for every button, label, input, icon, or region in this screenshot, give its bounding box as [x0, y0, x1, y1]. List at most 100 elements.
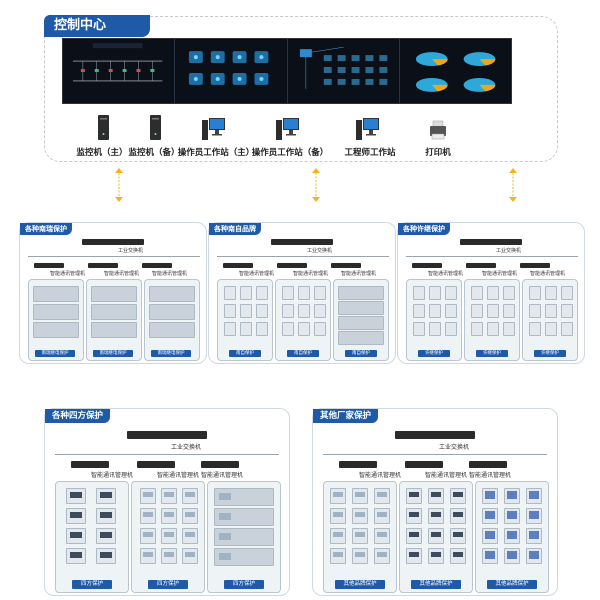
single-line-diagram-icon	[72, 43, 163, 82]
cabinet-label: 南自保护	[287, 350, 319, 357]
comm-manager-icon	[331, 263, 361, 268]
device-engineer: 工程师工作站	[340, 110, 400, 162]
app-grid-icon	[189, 51, 269, 85]
device-label: 工程师工作站	[344, 148, 396, 158]
cabinet-label: 南瑞继电保护	[35, 350, 75, 357]
cabinet: 南自保护	[217, 279, 273, 361]
device-monitor-main: 监控机（主）	[72, 110, 132, 162]
cabinet-label: 许继保护	[418, 350, 450, 357]
cabinet: 四方保护	[131, 481, 205, 593]
industrial-switch-icon	[271, 239, 333, 245]
wall-screen-icons	[175, 39, 288, 103]
manager-label: 智能通讯管理机	[469, 472, 512, 479]
panel-nanrui: 各种南瑞保护 工业交换机 智能通讯管理机 智能通讯管理机 智能通讯管理机 南瑞继…	[19, 222, 207, 364]
comm-manager-icon	[469, 461, 507, 468]
desktop-pc-icon	[202, 118, 225, 140]
printer-icon	[430, 120, 446, 140]
cabinet: 南自保护	[275, 279, 331, 361]
cabinet-label: 其他品牌保护	[335, 580, 385, 589]
device-label: 监控机（主）	[76, 148, 128, 158]
cabinet: 南瑞继电保护	[144, 279, 200, 361]
device-label: 打印机	[425, 148, 451, 158]
comm-manager-icon	[34, 263, 64, 268]
manager-label: 智能通讯管理机	[104, 271, 140, 277]
panel-title: 各种四方保护	[45, 409, 111, 423]
device-operator-backup: 操作员工作站（备）	[252, 110, 328, 162]
cabinet: 其他品牌保护	[475, 481, 549, 593]
control-center-frame	[44, 16, 558, 162]
switch-label: 工业交换机	[496, 248, 522, 254]
panel-xuji: 各种许继保护 工业交换机 智能通讯管理机 智能通讯管理机 智能通讯管理机 许继保…	[397, 222, 585, 364]
cabinet: 南瑞继电保护	[86, 279, 142, 361]
comm-manager-icon	[137, 461, 175, 468]
bus-line	[406, 256, 578, 257]
manager-label: 智能通讯管理机	[482, 271, 518, 277]
cabinet-label: 许继保护	[476, 350, 508, 357]
cabinet-label: 南自保护	[229, 350, 261, 357]
industrial-switch-icon	[460, 239, 522, 245]
cabinet-label: 许继保护	[534, 350, 566, 357]
double-arrow-icon	[115, 168, 123, 202]
device-label: 监控机（备）	[128, 148, 180, 158]
cabinet-label: 四方保护	[148, 580, 188, 589]
manager-label: 智能通讯管理机	[341, 271, 377, 277]
switch-label: 工业交换机	[439, 444, 470, 451]
cabinet-label: 四方保护	[224, 580, 264, 589]
comm-manager-icon	[71, 461, 109, 468]
device-operator-main: 操作员工作站（主）	[178, 110, 254, 162]
industrial-switch-icon	[82, 239, 144, 245]
manager-label: 智能通讯管理机	[50, 271, 86, 277]
control-center-title: 控制中心	[44, 15, 150, 37]
comm-manager-icon	[201, 461, 239, 468]
cabinet: 南瑞继电保护	[28, 279, 84, 361]
manager-label: 智能通讯管理机	[152, 271, 188, 277]
tower-pc-icon	[150, 115, 161, 140]
switch-label: 工业交换机	[171, 444, 202, 451]
comm-manager-icon	[142, 263, 172, 268]
cabinet-label: 其他品牌保护	[411, 580, 461, 589]
cabinet: 许继保护	[464, 279, 520, 361]
wall-screen-network	[288, 39, 400, 103]
video-wall	[62, 38, 512, 104]
cabinet: 四方保护	[207, 481, 281, 593]
comm-manager-icon	[277, 263, 307, 268]
device-printer: 打印机	[408, 110, 468, 162]
panel-title: 各种南自品牌	[209, 223, 261, 235]
device-label: 操作员工作站（主）	[177, 148, 255, 158]
manager-label: 智能通讯管理机	[428, 271, 464, 277]
bus-line	[28, 256, 200, 257]
manager-label: 智能通讯管理机	[239, 271, 275, 277]
manager-label: 智能通讯管理机	[157, 472, 200, 479]
double-arrow-icon	[312, 168, 320, 202]
comm-manager-icon	[339, 461, 377, 468]
bus-line	[55, 454, 279, 455]
wall-screen-diagram	[63, 39, 176, 103]
manager-label: 智能通讯管理机	[293, 271, 329, 277]
comm-manager-icon	[223, 263, 253, 268]
cabinet-label: 南瑞继电保护	[93, 350, 133, 357]
cabinet: 其他品牌保护	[399, 481, 473, 593]
bus-line	[323, 454, 547, 455]
comm-manager-icon	[466, 263, 496, 268]
double-arrow-icon	[509, 168, 517, 202]
network-topology-icon	[299, 46, 387, 89]
comm-manager-icon	[520, 263, 550, 268]
cabinet-label: 其他品牌保护	[487, 580, 537, 589]
panel-sifang: 各种四方保护 工业交换机 智能通讯管理机 智能通讯管理机 智能通讯管理机 四方保…	[44, 408, 290, 596]
cabinet: 四方保护	[55, 481, 129, 593]
industrial-switch-icon	[395, 431, 475, 439]
panel-nanzi: 各种南自品牌 工业交换机 智能通讯管理机 智能通讯管理机 智能通讯管理机 南自保…	[208, 222, 396, 364]
manager-label: 智能通讯管理机	[530, 271, 566, 277]
panel-title: 各种南瑞保护	[20, 223, 72, 235]
manager-label: 智能通讯管理机	[359, 472, 402, 479]
manager-label: 智能通讯管理机	[201, 472, 244, 479]
cabinet: 其他品牌保护	[323, 481, 397, 593]
desktop-pc-icon	[276, 118, 299, 140]
tower-pc-icon	[98, 115, 109, 140]
cabinet-label: 四方保护	[72, 580, 112, 589]
comm-manager-icon	[405, 461, 443, 468]
cabinet-label: 南自保护	[345, 350, 377, 357]
manager-label: 智能通讯管理机	[425, 472, 468, 479]
cabinet: 南自保护	[333, 279, 389, 361]
panel-title: 各种许继保护	[398, 223, 450, 235]
